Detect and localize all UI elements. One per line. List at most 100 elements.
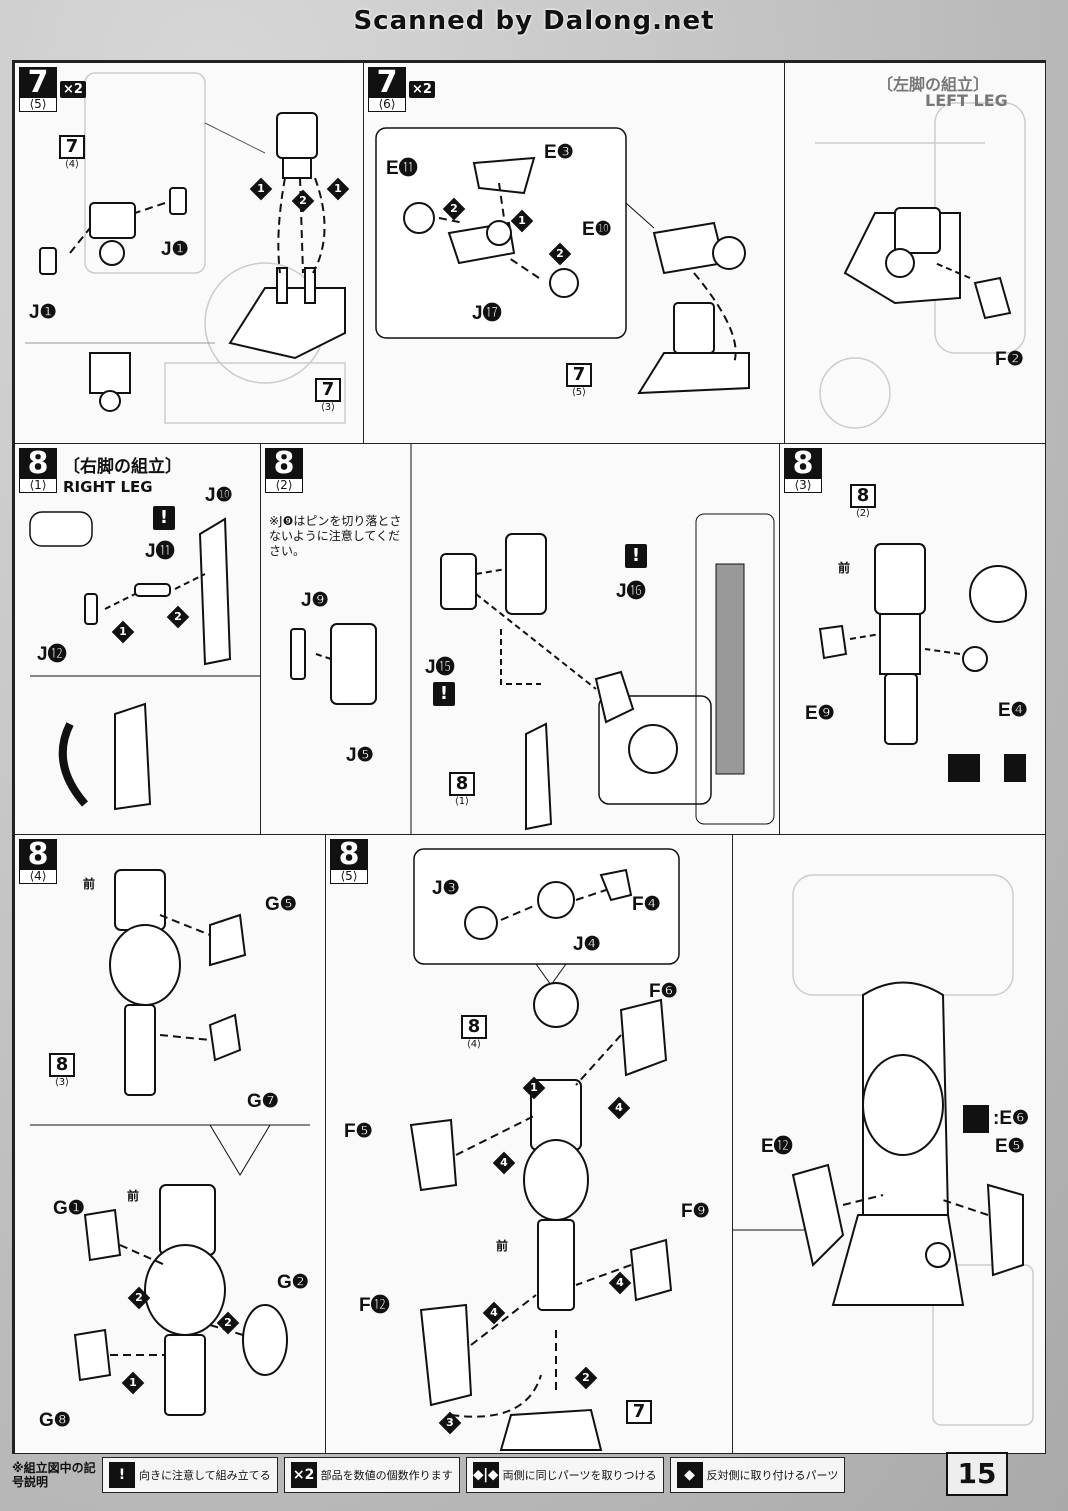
x2-badge: ×2: [60, 81, 86, 98]
step-9-left-leg-panel: 〔左脚の組立〕 LEFT LEG F❷: [784, 62, 1046, 444]
part-label: F❺: [344, 1121, 373, 1142]
ghost-print-bleed: [409, 848, 680, 1451]
part-label: F⓬: [359, 1295, 390, 1316]
part-label: J❸: [432, 878, 460, 899]
legend-heading: ※組立図中の記号説明: [12, 1461, 96, 1489]
order-marker: 2: [574, 1366, 598, 1390]
ghost-print-bleed: [290, 444, 775, 834]
order-marker: 1: [111, 620, 135, 644]
step-number: 8 ⟨1⟩: [19, 448, 57, 493]
legend-item: ⬥|⬥ 両側に同じパーツを取りつける: [465, 1457, 664, 1493]
order-marker: 1: [510, 209, 534, 233]
ghost-print-bleed: [30, 869, 310, 1416]
ghost-print-bleed: [29, 511, 260, 811]
step-number: 8 ⟨5⟩: [330, 839, 368, 884]
order-marker: 1: [121, 1371, 145, 1395]
part-label: J⓱: [472, 303, 502, 324]
caution-icon: !: [625, 544, 647, 568]
part-label: G❶: [53, 1198, 85, 1219]
step-subtitle: RIGHT LEG: [63, 478, 153, 496]
order-marker: 2: [291, 189, 315, 213]
step-title: 〔右脚の組立〕: [63, 457, 182, 477]
order-marker: 1: [522, 1076, 546, 1100]
step-reference: 8⟨4⟩: [461, 1015, 487, 1050]
part-label: J⓯: [425, 657, 455, 678]
order-marker: 2: [548, 242, 572, 266]
instruction-frame: 7 ⟨5⟩ ×2 7⟨4⟩ 7⟨3⟩ J❶ J❶ 1 2 1: [12, 60, 1046, 1454]
ghost-print-bleed: [815, 102, 1026, 429]
front-label: 前: [83, 877, 96, 891]
step-number: 8 ⟨4⟩: [19, 839, 57, 884]
part-label: E⓫: [386, 158, 418, 179]
step-number: 8 ⟨3⟩: [784, 448, 822, 493]
step-reference: 8⟨2⟩: [850, 484, 876, 519]
part-label: F❷: [995, 349, 1024, 370]
order-marker: 4: [492, 1151, 516, 1175]
step-reference: 7⟨3⟩: [315, 378, 341, 413]
symbol-legend: ※組立図中の記号説明 ! 向きに注意して組み立てる ×2 部品を数値の個数作りま…: [12, 1455, 1042, 1495]
part-label: E❺: [995, 1136, 1025, 1157]
part-label: E❾: [805, 703, 835, 724]
step-number: 7 ⟨6⟩: [368, 67, 406, 112]
step-8-5-panel: 8 ⟨5⟩ J❸ F❹ J❹ F❻ 8⟨4⟩ F❺ F❾ 前 F⓬ 7 1 4 …: [325, 834, 733, 1454]
caution-note: ※J❾はピンを切り落とさないように注意してください。: [269, 514, 402, 558]
step-7-5-panel: 7 ⟨5⟩ ×2 7⟨4⟩ 7⟨3⟩ J❶ J❶ 1 2 1: [14, 62, 364, 444]
part-label: J❺: [346, 745, 374, 766]
order-marker: 4: [482, 1301, 506, 1325]
legend-item: ◆ 反対側に取り付けるパーツ: [669, 1457, 846, 1493]
step-reference: 7: [626, 1400, 652, 1424]
watermark: Scanned by Dalong.net: [353, 6, 715, 36]
ghost-print-bleed: [818, 543, 1027, 782]
part-label: G❼: [247, 1091, 279, 1112]
step-8-6-panel: :E❻ E⓬ E❺: [732, 834, 1046, 1454]
step-title: 〔左脚の組立〕: [877, 75, 990, 94]
part-label: J⓬: [37, 644, 67, 665]
part-label: J❹: [573, 934, 601, 955]
order-marker: 2: [216, 1311, 240, 1335]
x2-badge: ×2: [409, 81, 435, 98]
page-number: 15: [946, 1452, 1008, 1496]
step-reference: 7⟨5⟩: [566, 363, 592, 398]
front-label: 前: [127, 1189, 140, 1203]
legend-item: ×2 部品を数値の個数作ります: [283, 1457, 460, 1493]
step-7-6-panel: 7 ⟨6⟩ ×2 E⓫ E❸ E❿ J⓱ 7⟨5⟩ 2 1 2: [363, 62, 785, 444]
multiply-icon: ×2: [290, 1462, 317, 1488]
step-reference: 8⟨1⟩: [449, 772, 475, 807]
front-label: 前: [838, 561, 851, 575]
legend-item: ! 向きに注意して組み立てる: [102, 1457, 278, 1493]
step-reference: 7⟨4⟩: [59, 135, 85, 170]
ghost-print-bleed: [375, 127, 750, 395]
ghost-print-bleed: [25, 72, 346, 424]
step-8-4-panel: 8 ⟨4⟩ 前 G❺ 8⟨3⟩ G❼ 前 G❶ G❷ G❽ 2 2 1: [14, 834, 326, 1454]
part-label: G❽: [39, 1410, 71, 1431]
part-label: E❹: [998, 700, 1028, 721]
part-label: J❾: [301, 590, 329, 611]
swap-part-label: :E❻: [993, 1108, 1030, 1129]
step-reference: 8⟨3⟩: [49, 1053, 75, 1088]
both-sides-icon: ⬥|⬥: [472, 1462, 499, 1488]
part-label: E⓬: [761, 1136, 793, 1157]
order-marker: 1: [249, 177, 273, 201]
order-marker: 4: [608, 1271, 632, 1295]
part-label: J❶: [161, 239, 189, 260]
part-label: J⓰: [616, 581, 646, 602]
part-label: F❻: [649, 981, 678, 1002]
part-label: J❿: [205, 485, 233, 506]
part-label: J❶: [29, 302, 57, 323]
order-marker: 4: [607, 1096, 631, 1120]
part-label: J⓫: [145, 541, 175, 562]
caution-icon: !: [433, 682, 455, 706]
order-marker: 2: [166, 605, 190, 629]
opposite-side-icon: ◆: [676, 1462, 703, 1488]
part-label: F❹: [632, 894, 661, 915]
step-subtitle: LEFT LEG: [925, 91, 1008, 110]
order-marker: 3: [438, 1411, 462, 1435]
caution-icon: !: [153, 506, 175, 530]
caution-icon: !: [109, 1462, 135, 1488]
ghost-print-bleed: [733, 874, 1034, 1426]
step-8-3-panel: 8 ⟨3⟩ 8⟨2⟩ 前 E❾ E❹: [779, 443, 1046, 835]
front-label: 前: [496, 1239, 509, 1253]
order-marker: 2: [442, 197, 466, 221]
step-8-2-panel: 8 ⟨2⟩ ※J❾はピンを切り落とさないように注意してください。 J❾ J❺ !…: [260, 443, 780, 835]
order-marker: 1: [326, 177, 350, 201]
